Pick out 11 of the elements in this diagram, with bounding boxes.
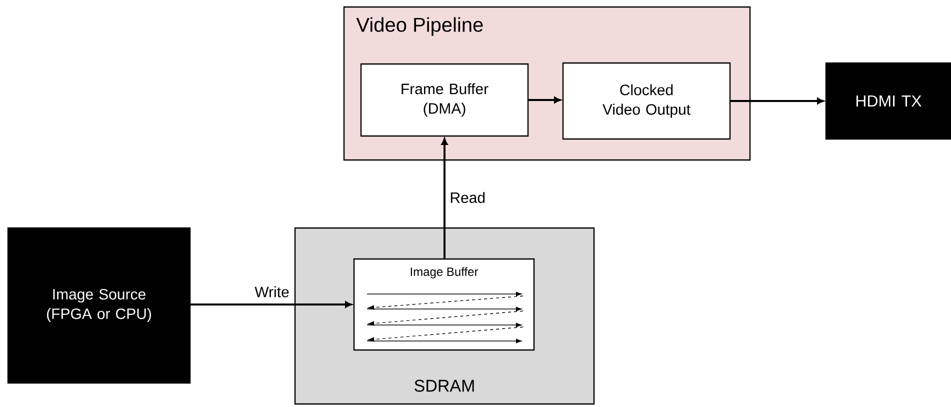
process-box: Frame Buffer (DMA) [360,63,529,137]
arrow [190,301,352,308]
edge-label: Write [254,285,290,298]
buffer-box: Image Buffer [353,258,535,351]
arrow [730,98,824,104]
edge-label: Read [448,190,487,204]
block: HDMI TX [825,62,951,140]
block: Image Source (FPGA or CPU) [7,227,191,384]
arrow [528,96,561,104]
arrow [441,138,448,259]
process-box: Clocked Video Output [562,62,731,140]
